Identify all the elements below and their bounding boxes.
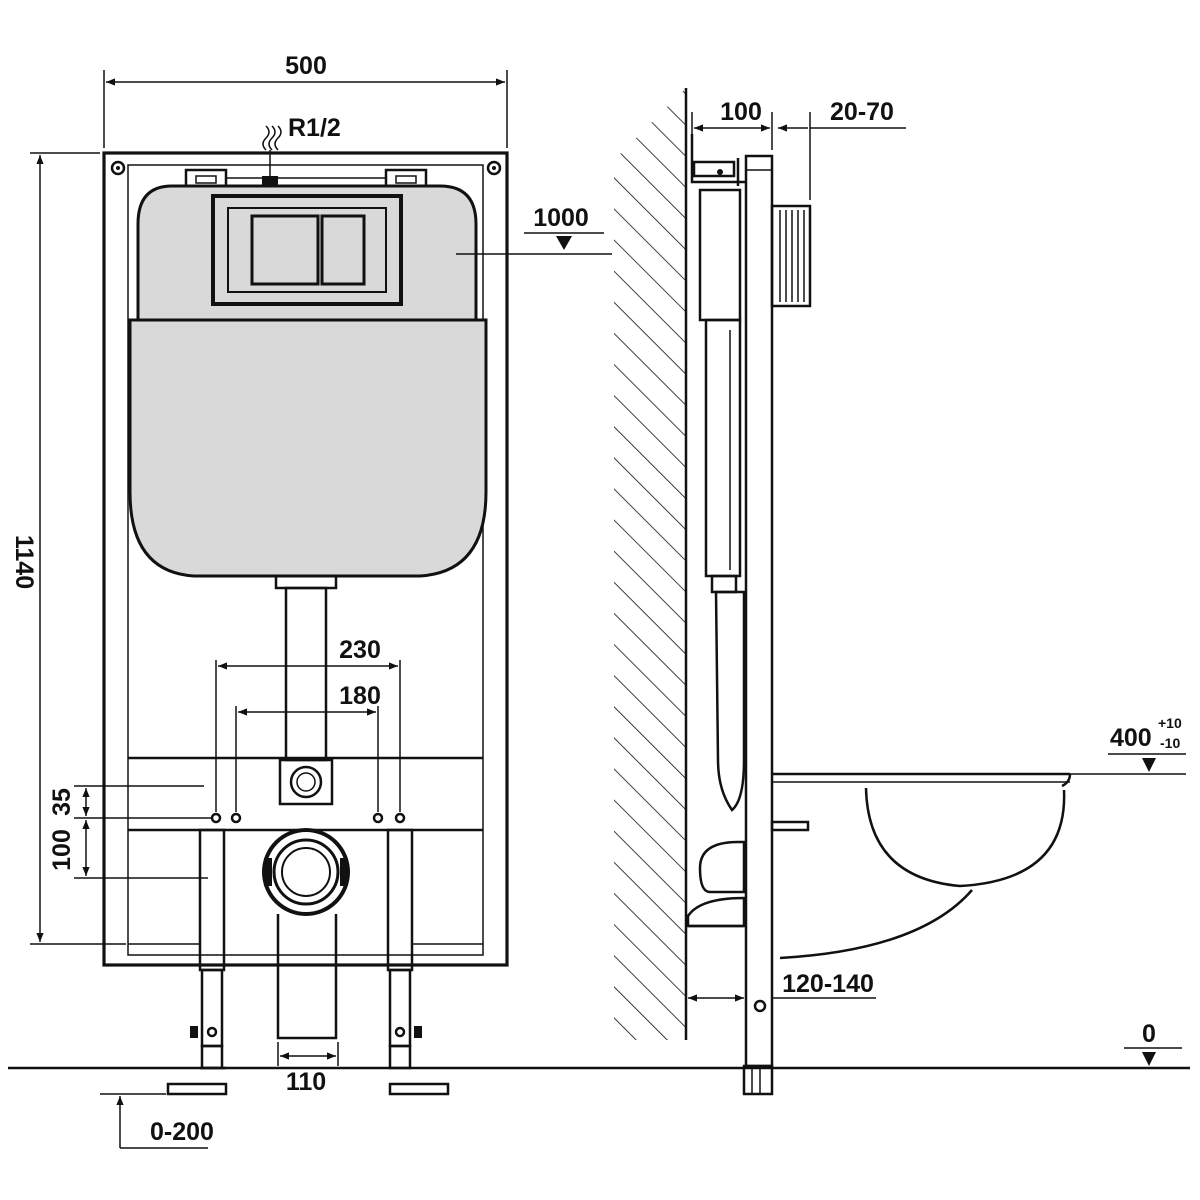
front-view [102, 125, 509, 1096]
label-230: 230 [339, 636, 381, 664]
label-height: 1140 [10, 535, 38, 589]
label-180: 180 [339, 682, 381, 710]
front-dimensions [30, 70, 508, 1149]
side-view [456, 88, 1072, 1096]
label-seat-tol-minus: -10 [1160, 735, 1180, 751]
label-button-offset: 20-70 [830, 98, 894, 126]
label-wall-offset: 120-140 [782, 970, 874, 998]
label-seat-height: 400 [1110, 724, 1152, 752]
label-outlet: 110 [286, 1068, 326, 1096]
label-button-level: 1000 [533, 204, 589, 232]
wall [614, 88, 686, 1040]
label-depth: 100 [720, 98, 762, 126]
label-seat-tol-plus: +10 [1158, 715, 1182, 731]
label-100-gap: 100 [48, 829, 76, 871]
label-width: 500 [285, 52, 327, 80]
label-floor-level: 0 [1142, 1020, 1156, 1048]
label-35: 35 [48, 788, 76, 816]
dimension-labels: 500 R1/2 1140 230 180 35 100 110 0-200 1… [10, 52, 1182, 1146]
label-leg-adjust: 0-200 [150, 1118, 214, 1146]
label-inlet: R1/2 [288, 114, 341, 142]
side-dimensions [688, 112, 1186, 1066]
